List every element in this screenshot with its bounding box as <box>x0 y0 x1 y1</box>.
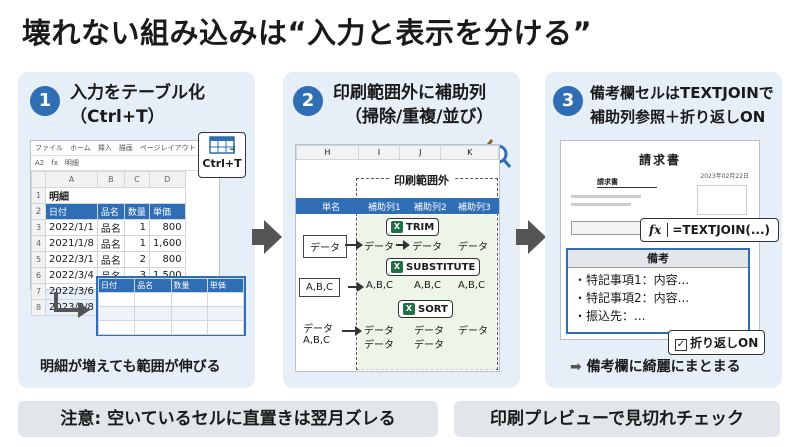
step-3-heading-line2: 補助列参照＋折り返しON <box>590 108 766 126</box>
header-price: 単価 <box>148 203 186 220</box>
helper-value: A,B,C <box>414 280 442 291</box>
helper-header-row <box>296 198 499 214</box>
ctrl-t-icon: + Ctrl+T <box>198 132 246 178</box>
header-helper-3: 補助列3 <box>458 203 491 213</box>
footer-note-left: 注意: 空いているセルに直置きは翌月ズレる <box>18 401 438 437</box>
helper-value: データ <box>414 340 444 351</box>
header-date: 日付 <box>45 203 98 220</box>
header-helper-2: 補助列2 <box>414 203 447 213</box>
header-qty: 数量 <box>123 203 150 220</box>
arrow-icon <box>342 326 362 336</box>
col-letter: J <box>399 145 442 160</box>
helper-value: データ <box>364 242 394 253</box>
col-letter: B <box>96 171 125 188</box>
helper-value: データ <box>412 242 442 253</box>
section-label: 明細 <box>45 187 186 204</box>
expanded-table: 日付品名数量単価 <box>96 276 246 336</box>
helper-value: A,B,C <box>366 280 394 291</box>
expand-arrow-icon <box>54 292 90 318</box>
helper-value: データ <box>458 326 488 337</box>
remark-item-3: ・振込先：... <box>574 309 646 323</box>
header-item: 品名 <box>96 203 125 220</box>
header-helper-1: 補助列1 <box>368 203 401 213</box>
invoice-date: 2023年02月22日 <box>700 173 749 180</box>
ctrl-t-label: Ctrl+T <box>202 157 242 170</box>
helper-value: データ <box>414 326 444 337</box>
remarks-box: 備考 ・特記事項1：内容... ・特記事項2：内容... ・振込先：... <box>566 248 750 334</box>
col-letter: D <box>148 171 186 188</box>
cell-reference: A2 <box>35 159 45 167</box>
remark-item-1: ・特記事項1：内容... <box>574 273 690 287</box>
step-1-heading-line1: 入力をテーブル化 <box>70 83 205 103</box>
step-number-3: 3 <box>553 86 583 116</box>
wrap-text-toggle: ✓折り返しON <box>668 330 766 355</box>
helper-columns-fill <box>358 215 496 370</box>
helper-value: A,B,C <box>458 280 486 291</box>
formula-bar: A2 fx 明細 <box>31 156 219 171</box>
checkbox-icon: ✓ <box>675 339 687 351</box>
textjoin-formula: fx=TEXTJOIN(...) <box>640 218 780 242</box>
col-letter: H <box>296 145 359 160</box>
invoice-to: 請求書 <box>597 177 657 188</box>
col-letter: C <box>123 171 150 188</box>
page-title: 壊れない組み込みは“入力と表示を分ける” <box>22 16 593 50</box>
input-cell-2: A,B,C <box>299 278 341 297</box>
formula-text: 明細 <box>64 159 79 167</box>
step-2-heading-line2: （掃除/重複/並び） <box>345 107 494 127</box>
step-number-1: 1 <box>30 86 60 116</box>
col-letter: I <box>357 145 401 160</box>
table-icon: + <box>209 136 239 156</box>
remark-item-2: ・特記事項2：内容... <box>574 291 690 305</box>
header-name: 単名 <box>322 203 341 213</box>
helper-value: データ <box>364 340 394 351</box>
fx-icon: fx <box>649 223 669 237</box>
step-2-heading-line1: 印刷範囲外に補助列 <box>333 83 486 103</box>
input-value: A,B,C <box>303 335 331 346</box>
step-number-2: 2 <box>293 86 323 116</box>
excel-ribbon: ファイル ホーム 挿入 描画 ページレイアウト データ <box>31 141 224 156</box>
arrow-icon <box>345 240 363 250</box>
print-area-label: 印刷範囲外 <box>390 172 453 188</box>
helper-value: データ <box>458 242 488 253</box>
step-arrow-1 <box>252 220 282 254</box>
helper-value: データ <box>364 326 394 337</box>
arrow-icon <box>396 240 410 250</box>
col-letter: K <box>440 145 499 160</box>
invoice-title: 請求書 <box>638 153 681 167</box>
remarks-title: 備考 <box>568 250 748 268</box>
footer-note-right: 印刷プレビューで見切れチェック <box>454 401 780 437</box>
input-cell-1: データ <box>303 235 347 258</box>
col-letter: A <box>45 171 98 188</box>
step-1-caption: 明細が増えても範囲が伸びる <box>40 359 221 375</box>
step-3-caption: ➡ 備考欄に綺麗にまとまる <box>570 359 741 375</box>
arrow-icon: ➡ <box>570 359 582 375</box>
input-value: データ <box>303 324 333 335</box>
svg-text:+: + <box>229 142 235 154</box>
step-arrow-2 <box>516 220 546 254</box>
step-3-heading-line1: 備考欄セルはTEXTJOINで <box>590 84 774 102</box>
arrow-icon <box>348 282 364 292</box>
step-1-heading-line2: （Ctrl+T） <box>70 107 165 127</box>
